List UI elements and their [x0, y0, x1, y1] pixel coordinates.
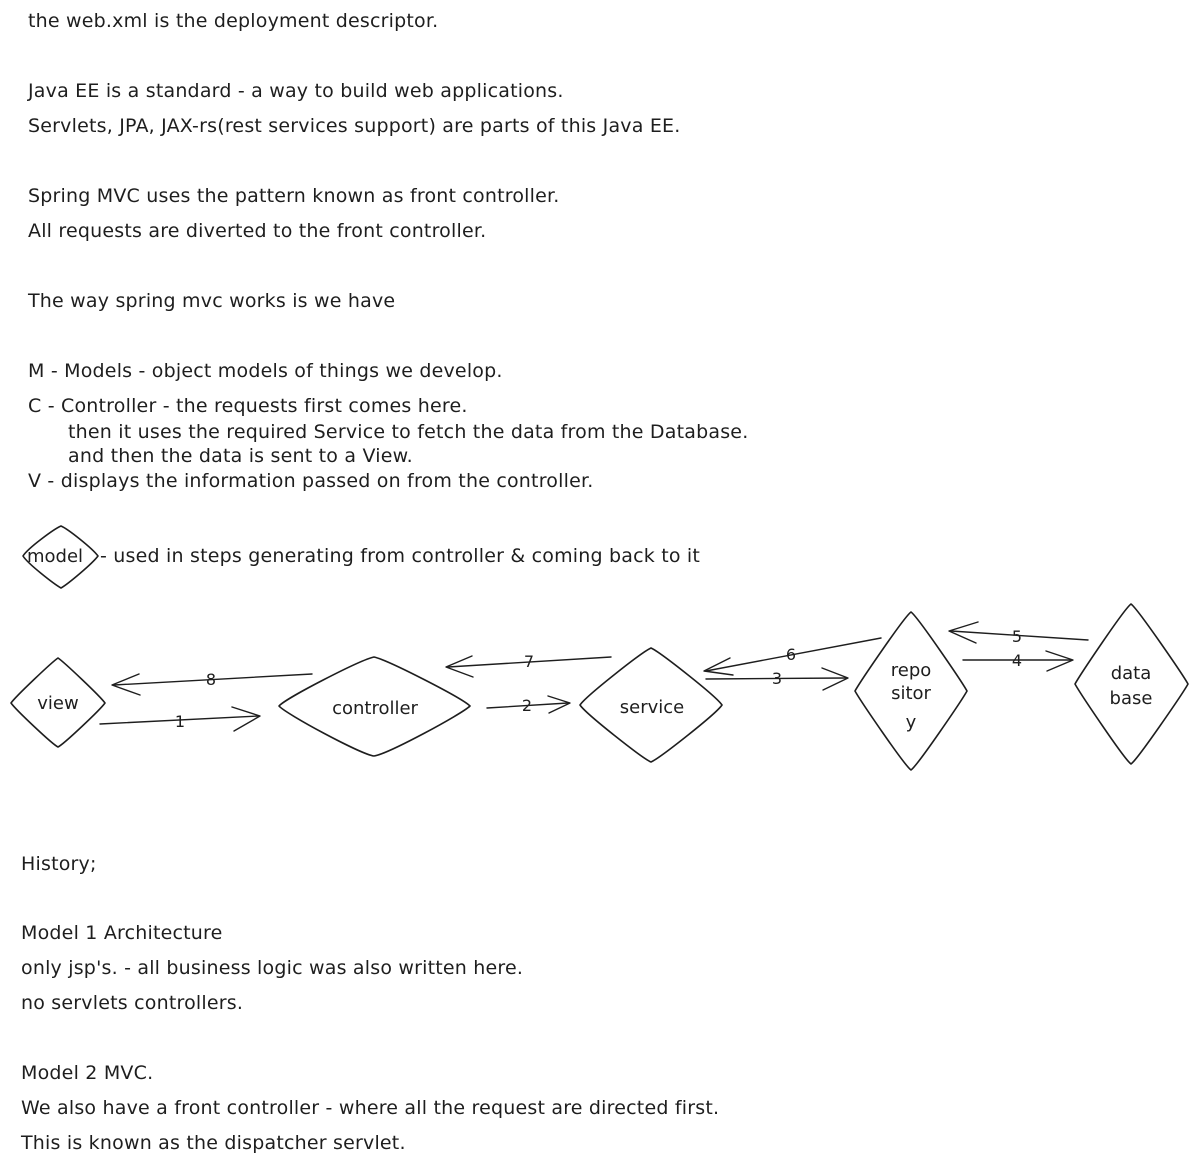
step-arrow-1: 1: [99, 706, 261, 732]
database-node-label: data: [1111, 663, 1152, 684]
controller-node: [278, 656, 471, 757]
repository-node-label: y: [906, 712, 917, 733]
mvc-controller-detail: and then the data is sent to a View.: [68, 445, 413, 467]
repository-node-label: sitor: [891, 683, 931, 704]
note-line: Java EE is a standard - a way to build w…: [28, 80, 564, 102]
repository-node: [854, 611, 968, 771]
note-line: All requests are diverted to the front c…: [28, 220, 487, 242]
model1-title: Model 1 Architecture: [21, 922, 223, 944]
note-line: Servlets, JPA, JAX-rs(rest services supp…: [28, 115, 681, 137]
note-line: The way spring mvc works is we have: [28, 290, 396, 312]
mvc-view-line: V - displays the information passed on f…: [28, 470, 594, 492]
step-label-6: 6: [786, 645, 796, 664]
view-node-label: view: [37, 693, 78, 714]
legend-text: - used in steps generating from controll…: [100, 545, 701, 567]
step-arrow-2: 2: [486, 695, 571, 715]
note-line: Spring MVC uses the pattern known as fro…: [28, 185, 560, 207]
step-label-1: 1: [175, 712, 185, 731]
controller-node-label: controller: [332, 698, 418, 719]
model2-title: Model 2 MVC.: [21, 1062, 154, 1084]
step-label-2: 2: [522, 696, 532, 715]
database-node-label: base: [1110, 688, 1153, 709]
legend-diamond-label: model: [27, 546, 83, 567]
history-heading: History;: [21, 853, 97, 875]
step-label-3: 3: [772, 669, 782, 688]
step-label-4: 4: [1012, 651, 1022, 670]
note-line: the web.xml is the deployment descriptor…: [28, 10, 439, 32]
legend-diamond: [22, 525, 99, 589]
model2-line: This is known as the dispatcher servlet.: [21, 1132, 406, 1154]
mvc-controller-line: C - Controller - the requests first come…: [28, 395, 468, 417]
step-arrow-6: 6: [703, 637, 882, 676]
step-arrow-3: 3: [705, 667, 849, 691]
database-node: [1074, 603, 1189, 765]
view-node: [10, 657, 106, 748]
step-label-5: 5: [1012, 627, 1022, 646]
mvc-controller-detail: then it uses the required Service to fet…: [68, 421, 749, 443]
service-node: [579, 647, 723, 763]
mvc-model-line: M - Models - object models of things we …: [28, 360, 503, 382]
model2-line: We also have a front controller - where …: [21, 1097, 720, 1119]
step-label-7: 7: [524, 652, 534, 671]
step-arrow-4: 4: [962, 650, 1074, 672]
step-arrow-5: 5: [948, 621, 1089, 646]
repository-node-label: repo: [891, 660, 932, 681]
model1-line: no servlets controllers.: [21, 992, 244, 1014]
step-arrow-7: 7: [445, 652, 612, 678]
service-node-label: service: [620, 697, 684, 718]
step-label-8: 8: [206, 670, 216, 689]
model1-line: only jsp's. - all business logic was als…: [21, 957, 524, 979]
step-arrow-8: 8: [111, 670, 313, 696]
